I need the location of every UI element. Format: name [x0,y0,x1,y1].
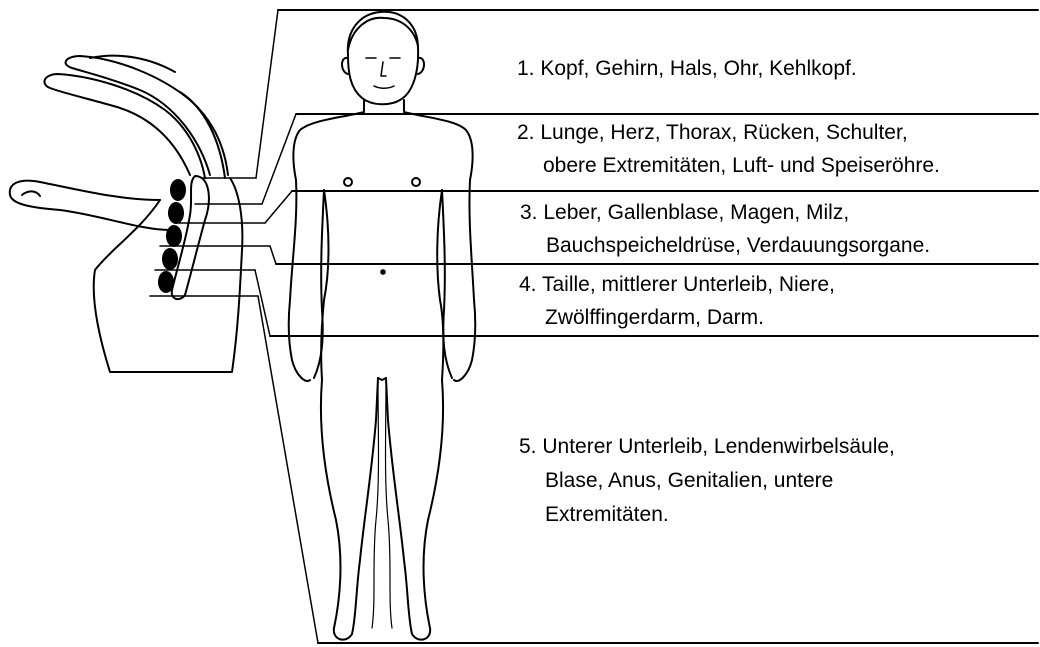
zone-5-line-2: Blase, Anus, Genitalien, untere [519,464,895,498]
zone-label-3: 3. Leber, Gallenblase, Magen, Milz, Bauc… [520,196,930,262]
zone-5-line-1: 5. Unterer Unterleib, Lendenwirbelsäule, [519,435,895,458]
zone-4-line-2: Zwölffingerdarm, Darm. [519,301,835,334]
zone-label-2: 2. Lunge, Herz, Thorax, Rücken, Schulter… [517,116,940,182]
zone-label-5: 5. Unterer Unterleib, Lendenwirbelsäule,… [519,430,895,532]
zone-label-4: 4. Taille, mittlerer Unterleib, Niere, Z… [519,268,835,334]
zone-2-line-1: 2. Lunge, Herz, Thorax, Rücken, Schulter… [517,121,908,144]
zone-label-1: 1. Kopf, Gehirn, Hals, Ohr, Kehlkopf. [517,52,857,85]
zone-1-line-1: 1. Kopf, Gehirn, Hals, Ohr, Kehlkopf. [517,57,857,80]
zone-3-line-2: Bauchspeicheldrüse, Verdauungsorgane. [520,229,930,262]
zone-2-line-2: obere Extremitäten, Luft- und Speiseröhr… [517,149,940,182]
zone-5-line-3: Extremitäten. [519,498,895,532]
zone-4-line-1: 4. Taille, mittlerer Unterleib, Niere, [519,273,835,296]
zone-3-line-1: 3. Leber, Gallenblase, Magen, Milz, [520,201,849,224]
